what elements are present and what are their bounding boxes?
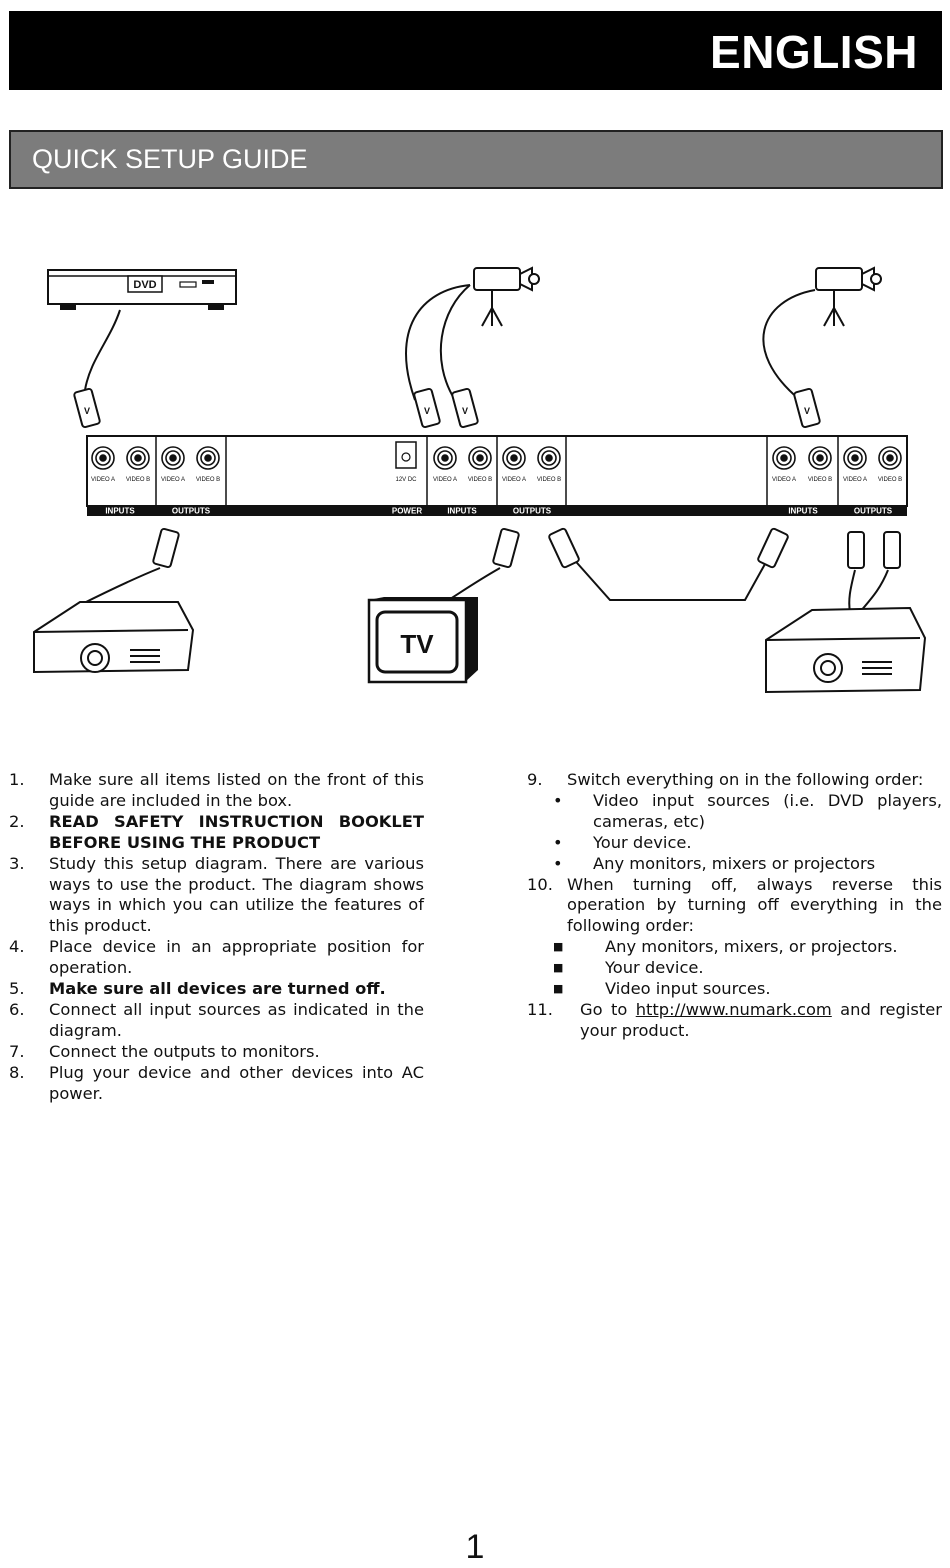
rca-jack-icon: VIDEO B [126, 446, 150, 483]
rca-jack-icon: VIDEO A [161, 446, 185, 483]
step-4: 4.Place device in an appropriate positio… [9, 937, 424, 978]
rca-plug-icon [152, 527, 901, 569]
language-label: ENGLISH [710, 26, 918, 78]
jack-label: VIDEO B [196, 477, 220, 483]
jack-label: VIDEO B [126, 477, 150, 483]
page-number: 1 [465, 1528, 485, 1566]
tv-label: TV [400, 629, 434, 659]
step-10-bullet: ■Any monitors, mixers, or projectors. [553, 937, 898, 957]
power-jack-label: 12V DC [395, 477, 417, 483]
rca-jack-icon: VIDEO B [196, 446, 220, 483]
step-9: 9. Switch everything on in the following… [527, 770, 924, 789]
dvd-player-icon: DVD [47, 269, 237, 310]
step-9-bullet: •Your device. [553, 832, 692, 852]
rca-jack-icon: VIDEO A [91, 446, 115, 483]
jack-label: VIDEO A [502, 477, 526, 483]
camera-icon [473, 266, 540, 327]
step-11: 11. Go to http://www.numark.com and regi… [527, 999, 942, 1040]
projector-icon [765, 606, 927, 694]
panel-section-label: INPUTS [105, 507, 135, 516]
step-10-bullet: ■Video input sources. [553, 979, 771, 999]
section-header: QUICK SETUP GUIDE [9, 130, 943, 189]
tv-icon: TV [367, 597, 478, 684]
step-9-bullet: •Any monitors, mixers or projectors [553, 853, 876, 873]
panel-section-label: INPUTS [447, 507, 477, 516]
rca-jack-icon: VIDEO B [808, 446, 832, 483]
plug-mark: V [804, 406, 810, 416]
rca-jack-icon: VIDEO A [433, 446, 457, 483]
rca-jack-icon: VIDEO B [537, 446, 561, 483]
plug-mark: V [84, 406, 90, 416]
rca-jack-icon: VIDEO A [502, 446, 526, 483]
panel-section-label: INPUTS [788, 507, 818, 516]
language-banner: ENGLISH [9, 11, 942, 90]
step-9-bullet: •Video input sources (i.e. DVD players, … [553, 790, 942, 831]
setup-diagram: DVD [33, 266, 927, 694]
dvd-label: DVD [133, 279, 156, 291]
jack-label: VIDEO B [468, 477, 492, 483]
jack-label: VIDEO B [808, 477, 832, 483]
jack-label: VIDEO A [433, 477, 457, 483]
jack-label: VIDEO A [772, 477, 796, 483]
step-8: 8.Plug your device and other devices int… [9, 1062, 424, 1103]
camera-icon [815, 266, 882, 327]
step-3: 3.Study this setup diagram. There are va… [9, 853, 424, 936]
device-back-panel: 12V DC [86, 435, 908, 516]
panel-section-label: OUTPUTS [854, 507, 893, 516]
jack-label: VIDEO B [878, 477, 902, 483]
plug-mark: V [462, 406, 468, 416]
plug-mark: V [424, 406, 430, 416]
step-10-bullet: ■Your device. [553, 958, 704, 978]
step-7: 7.Connect the outputs to monitors. [9, 1041, 320, 1061]
step-6: 6.Connect all input sources as indicated… [9, 999, 424, 1040]
rca-plug-icon [73, 387, 821, 429]
rca-jack-icon: VIDEO B [468, 446, 492, 483]
jack-label: VIDEO A [161, 477, 185, 483]
rca-jack-icon: VIDEO B [878, 446, 902, 483]
step-5: 5.Make sure all devices are turned off. [9, 979, 386, 999]
jack-label: VIDEO B [537, 477, 561, 483]
rca-jack-icon: VIDEO A [772, 446, 796, 483]
projector-icon [33, 601, 195, 674]
jack-label: VIDEO A [91, 477, 115, 483]
steps-left-column: 1.Make sure all items listed on the fron… [9, 770, 424, 1105]
panel-section-label: POWER [392, 507, 422, 516]
section-title: QUICK SETUP GUIDE [32, 144, 308, 174]
step-1: 1.Make sure all items listed on the fron… [9, 770, 424, 810]
rca-jack-icon: VIDEO A [843, 446, 867, 483]
step-10: 10. When turning off, always reverse thi… [527, 874, 942, 936]
jack-label: VIDEO A [843, 477, 867, 483]
step-2: 2.READ SAFETY INSTRUCTION BOOKLET BEFORE… [9, 811, 424, 852]
steps-right-column: 9. Switch everything on in the following… [527, 770, 942, 1042]
numark-website-link[interactable]: http://www.numark.com [635, 999, 832, 1019]
panel-section-label: OUTPUTS [172, 507, 211, 516]
panel-section-label: OUTPUTS [513, 507, 552, 516]
